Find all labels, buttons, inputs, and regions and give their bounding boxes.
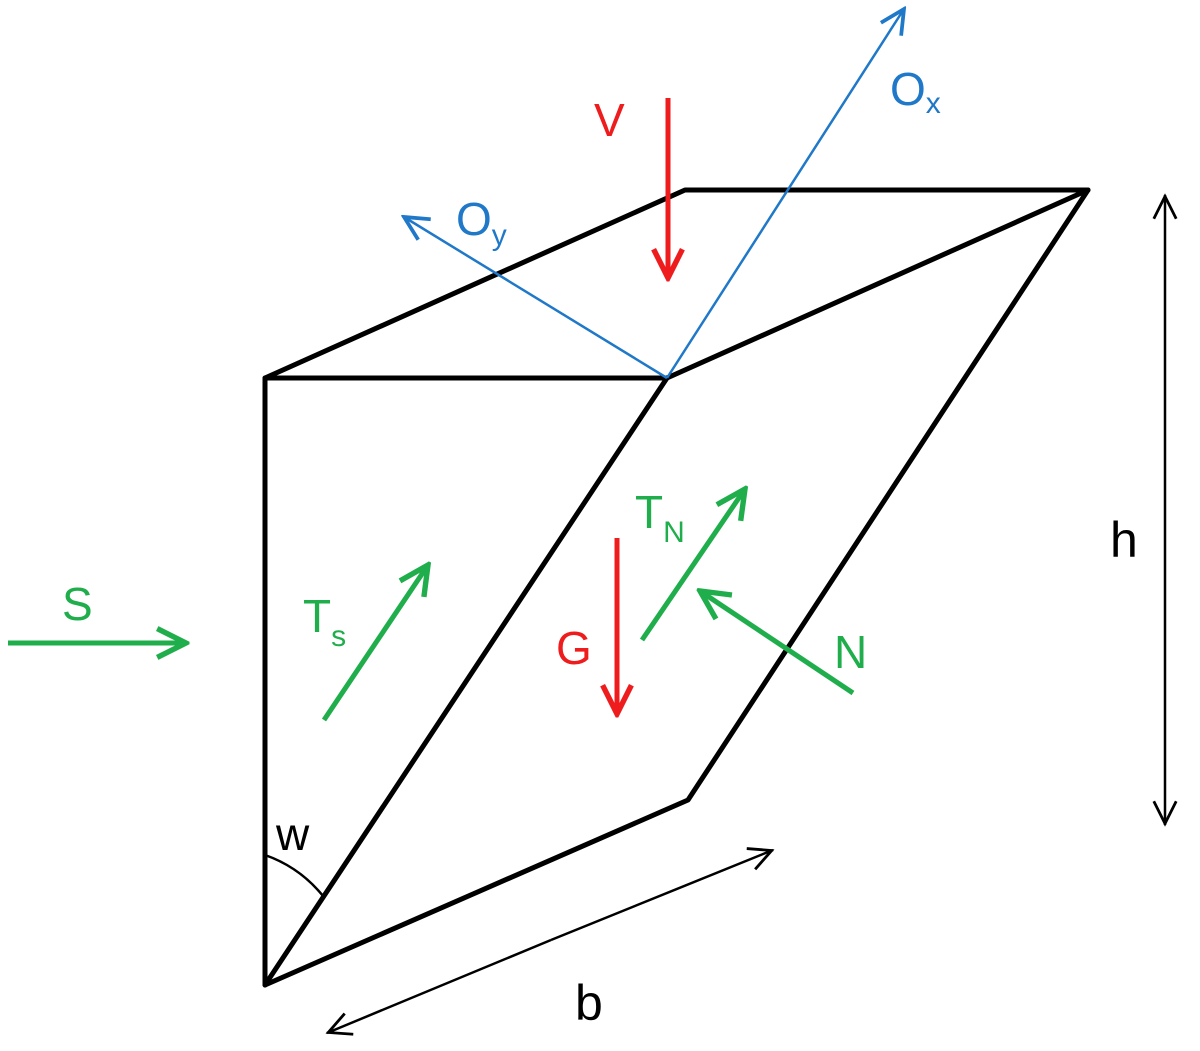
wedge-slope-face	[262, 187, 1091, 988]
label-ox: Ox	[890, 63, 941, 120]
label-ox-sub: x	[926, 87, 941, 120]
label-ts: Ts	[303, 590, 346, 653]
angle-w-arc	[263, 853, 325, 898]
label-h: h	[1110, 512, 1138, 568]
label-oy-main: O	[456, 193, 492, 245]
wedge-top-face	[262, 187, 1091, 381]
force-n-arrow	[700, 591, 855, 696]
label-ts-main: T	[303, 590, 331, 642]
label-tn: TN	[635, 486, 685, 549]
force-ts-arrow	[321, 565, 428, 722]
label-b: b	[575, 975, 603, 1031]
label-ox-main: O	[890, 63, 926, 115]
wedge-front-face	[262, 375, 670, 988]
label-w: w	[275, 808, 310, 860]
wedge-body	[262, 187, 1091, 988]
dimension-b-arrow-back	[327, 938, 552, 1033]
label-oy: Oy	[456, 193, 507, 252]
force-tn-arrow	[639, 489, 745, 642]
label-ts-sub: s	[331, 620, 346, 653]
label-g: G	[556, 622, 592, 674]
label-n: N	[834, 626, 867, 678]
label-s: S	[62, 578, 93, 630]
label-tn-sub: N	[663, 516, 685, 549]
axis-ox-arrow	[665, 9, 904, 379]
label-v: V	[594, 94, 625, 146]
label-oy-sub: y	[492, 219, 507, 252]
dimension-b-arrow	[550, 850, 773, 942]
axis-oy-arrow	[404, 217, 668, 380]
label-tn-main: T	[635, 486, 663, 538]
coordinate-axes	[404, 9, 904, 380]
